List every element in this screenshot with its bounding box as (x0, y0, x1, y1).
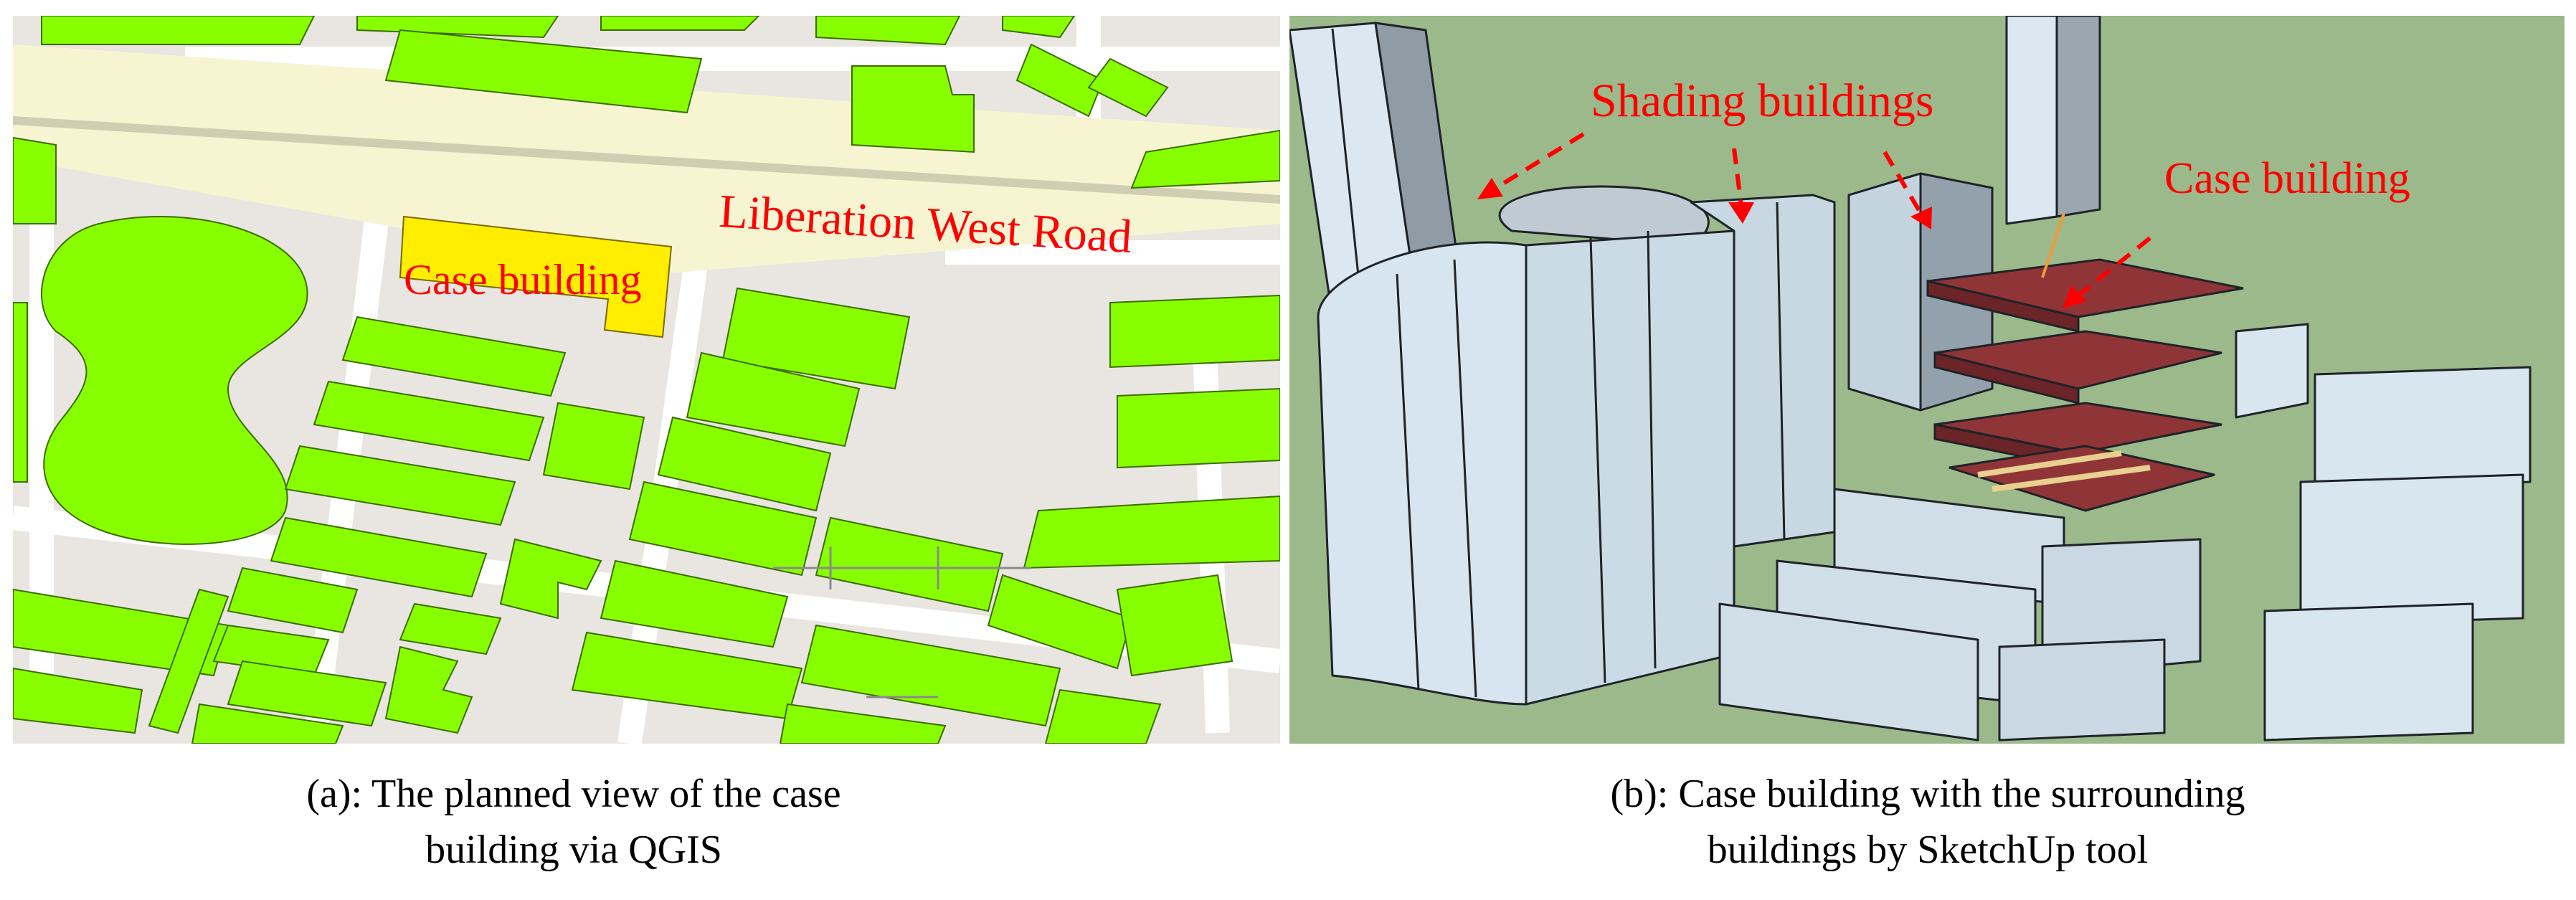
right-block (2299, 473, 2524, 627)
back-tower-side (2055, 16, 2101, 218)
front-block (1718, 602, 1979, 742)
caption-b: (b): Case building with the surrounding … (1426, 766, 2430, 878)
shading-buildings-label: Shading buildings (1591, 75, 1934, 127)
case-building-label: Case building (2164, 154, 2410, 203)
right-block (2263, 602, 2474, 742)
annotation-arrows (1489, 132, 2151, 298)
arrow-to-tall-tower (1489, 132, 1585, 194)
right-block (2235, 323, 2309, 419)
surrounding-buildings (1289, 16, 2532, 742)
right-block (2314, 366, 2532, 491)
curved-building-roof (1498, 185, 1710, 247)
qgis-map-panel: Liberation West Road Case building (13, 16, 1280, 744)
road-shadow (13, 116, 1280, 204)
caption-b-line2: buildings by SketchUp tool (1707, 828, 2149, 872)
guide-line (2041, 212, 2065, 278)
back-tower (2005, 16, 2058, 225)
arrow-heads (1477, 178, 2087, 308)
arrow-to-case-building (2077, 236, 2151, 298)
caption-b-line1: (b): Case building with the surrounding (1610, 772, 2245, 816)
curved-building-mid (1525, 229, 1736, 706)
map-buildings (13, 16, 1280, 744)
caption-a: (a): The planned view of the case buildi… (72, 766, 1076, 878)
case-building-label: Case building (404, 256, 642, 303)
front-block (1998, 638, 2166, 742)
sketchup-model (1289, 16, 2565, 744)
curved-building-front (1317, 241, 1528, 706)
case-building-model (1926, 258, 2244, 512)
survey-marks (773, 546, 1031, 698)
qgis-map (13, 16, 1280, 744)
caption-a-line1: (a): The planned view of the case (306, 772, 841, 816)
arrow-to-mid-rise (1883, 151, 1923, 214)
caption-a-line2: building via QGIS (425, 828, 722, 872)
liberation-west-road (13, 44, 1280, 274)
case-building-footprint (399, 215, 673, 338)
mid-rise-block-front (1847, 172, 1922, 412)
arrow-to-curved-building (1732, 148, 1743, 207)
sketchup-model-panel: Shading buildings Case building (1289, 16, 2565, 744)
